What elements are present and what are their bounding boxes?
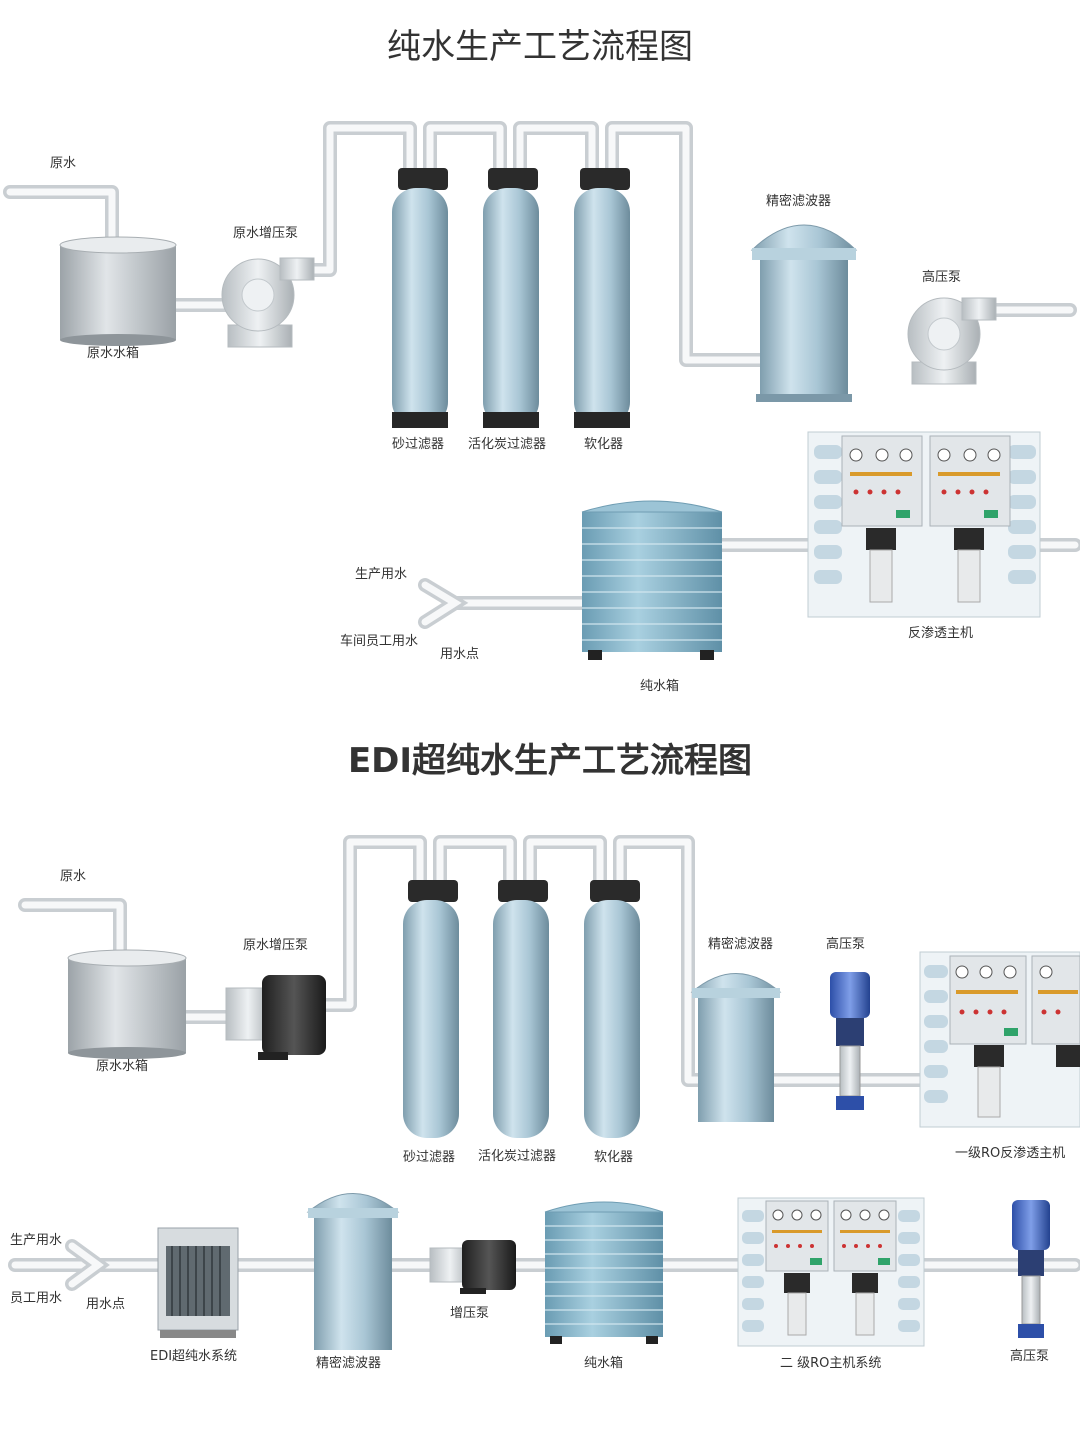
d2-pure-water-tank	[544, 1201, 664, 1344]
d1-label-production-water: 生产用水	[355, 567, 407, 582]
d2-label-ro2-host: 二 级RO主机系统	[780, 1356, 881, 1371]
d1-label-workshop-staff-water: 车间员工用水	[340, 633, 418, 649]
d2-label-use-point: 用水点	[86, 1297, 125, 1312]
d2-precision-filter-2	[306, 1193, 400, 1350]
d2-label-softener: 软化器	[594, 1150, 633, 1165]
d2-softener	[584, 880, 640, 1138]
d2-label-raw-water: 原水	[60, 869, 86, 884]
d1-use-point-splitter	[418, 578, 469, 629]
d1-label-softener: 软化器	[584, 437, 623, 452]
d2-sand-filter	[403, 880, 459, 1138]
d2-high-pressure-pump	[830, 972, 870, 1110]
diagram1-title: 纯水生产工艺流程图	[387, 27, 693, 67]
d1-high-pressure-pump	[907, 297, 997, 385]
d1-softener	[574, 168, 630, 428]
d1-raw-booster-pump	[221, 257, 315, 348]
d2-ro1-host	[919, 951, 1080, 1128]
d1-label-raw-water-tank: 原水水箱	[87, 345, 139, 361]
d1-label-precision-filter: 精密滤波器	[766, 193, 831, 209]
d2-high-pressure-pump-2	[1012, 1200, 1050, 1338]
d2-label-booster-pump: 增压泵	[450, 1306, 489, 1321]
d1-label-use-point: 用水点	[440, 647, 479, 662]
d2-label-precision-filter: 精密滤波器	[708, 936, 773, 952]
d1-label-carbon-filter: 活化炭过滤器	[468, 437, 546, 452]
d1-raw-water-tank	[59, 236, 177, 346]
d1-label-raw-water: 原水	[50, 156, 76, 171]
d2-label-ro1-host: 一级RO反渗透主机	[955, 1146, 1065, 1161]
d2-booster-pump	[429, 1240, 516, 1294]
d2-label-raw-booster-pump: 原水增压泵	[243, 938, 308, 953]
d2-label-raw-water-tank: 原水水箱	[96, 1058, 148, 1074]
d1-label-sand-filter: 砂过滤器	[392, 437, 444, 452]
d1-label-raw-booster-pump: 原水增压泵	[233, 226, 298, 241]
d2-raw-water-tank	[67, 949, 187, 1059]
d1-precision-filter	[750, 224, 858, 402]
d1-label-ro-host: 反渗透主机	[908, 626, 973, 641]
d1-carbon-filter	[483, 168, 539, 428]
d1-label-high-pressure-pump: 高压泵	[922, 269, 961, 285]
d2-label-high-pressure-pump-2: 高压泵	[1010, 1348, 1049, 1364]
d2-carbon-filter	[493, 880, 549, 1138]
d2-precision-filter	[690, 973, 782, 1122]
d2-use-point-splitter	[65, 1239, 110, 1291]
d2-label-production-water: 生产用水	[10, 1233, 62, 1248]
d2-label-pure-water-tank: 纯水箱	[584, 1355, 623, 1371]
d2-edi-system	[157, 1227, 239, 1338]
d2-label-high-pressure-pump: 高压泵	[826, 936, 865, 952]
d2-label-staff-water: 员工用水	[10, 1291, 62, 1306]
d1-pure-water-tank	[581, 500, 723, 660]
d2-ro2-host	[737, 1197, 925, 1347]
d2-label-precision-filter-2: 精密滤波器	[316, 1355, 381, 1371]
d1-label-pure-water-tank: 纯水箱	[640, 678, 679, 694]
d2-label-sand-filter: 砂过滤器	[403, 1150, 455, 1165]
diagram2-title: EDI超纯水生产工艺流程图	[348, 741, 752, 781]
d2-raw-booster-pump	[225, 975, 326, 1060]
d1-ro-host	[807, 431, 1041, 618]
d2-label-carbon-filter: 活化炭过滤器	[478, 1149, 556, 1164]
d2-label-edi-system: EDI超纯水系统	[150, 1349, 237, 1364]
d1-pipes	[3, 121, 1080, 610]
d1-sand-filter	[392, 168, 448, 428]
